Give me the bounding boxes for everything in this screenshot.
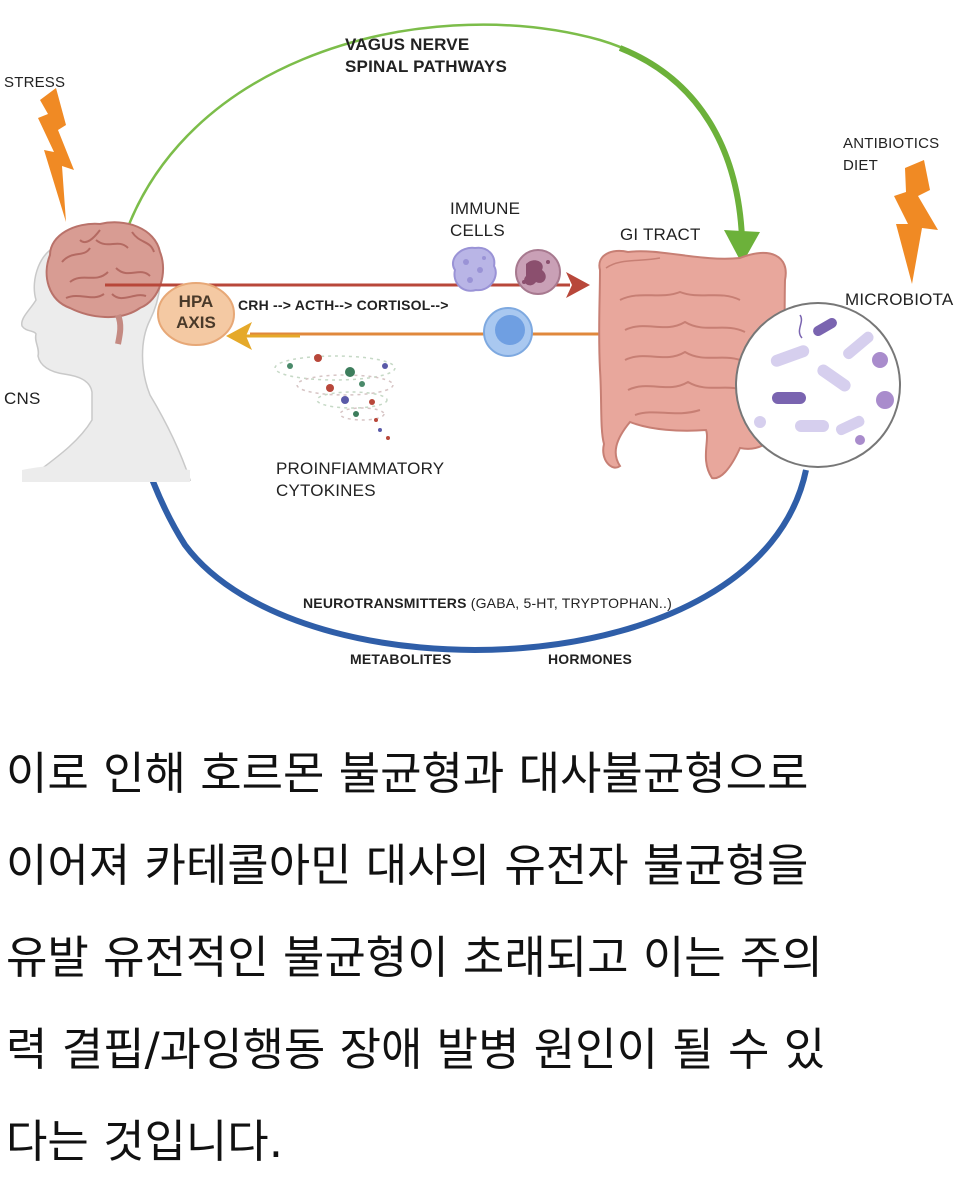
paragraph-line-2: 이어져 카테콜아민 대사의 유전자 불균형을 [6, 839, 809, 892]
antibiotics-diet-label: ANTIBIOTICS DIET [843, 133, 939, 177]
immune-cell-blue-icon [483, 307, 533, 357]
cytokines-label: PROINFIAMMATORY CYTOKINES [276, 458, 444, 502]
antibiotics-lightning-icon [894, 160, 938, 284]
cytokines-line1: PROINFIAMMATORY [276, 459, 445, 478]
yellow-arrowhead-icon [226, 322, 252, 350]
paragraph-line-1: 이로 인해 호르몬 불균형과 대사불균형으로 [6, 747, 809, 800]
paragraph-line-5: 다는 것입니다. [6, 1115, 284, 1168]
cns-label: CNS [4, 389, 41, 408]
neurotransmitters-title: NEUROTRANSMITTERS [303, 595, 467, 611]
brain-icon [45, 221, 165, 345]
paragraph-line-4: 력 결핍/과잉행동 장애 발병 원인이 될 수 있 [6, 1023, 826, 1076]
stress-lightning-icon [38, 88, 74, 222]
gi-tract-label: GI TRACT [620, 225, 701, 244]
paragraph-line-3: 유발 유전적인 불균형이 초래되고 이는 주의 [6, 931, 823, 984]
gi-tract-icon [598, 250, 787, 480]
immune-cell-purple-icon [452, 246, 497, 292]
vagus-nerve-line2: SPINAL PATHWAYS [345, 57, 508, 76]
hpa-axis-label: HPA AXIS [164, 291, 228, 333]
gut-brain-axis-diagram: STRESS VAGUS NERVE SPINAL PATHWAYS ANTIB… [4, 23, 954, 667]
immune-line1: IMMUNE [450, 199, 521, 218]
stress-label: STRESS [4, 74, 66, 91]
cytokines-line2: CYTOKINES [276, 481, 376, 500]
vagus-nerve-line1: VAGUS NERVE [345, 35, 470, 54]
immune-line2: CELLS [450, 221, 505, 240]
antibiotics-line2: DIET [843, 157, 878, 174]
immune-cells-label: IMMUNE CELLS [450, 198, 520, 242]
neurotransmitters-label: NEUROTRANSMITTERS (GABA, 5-HT, TRYPTOPHA… [303, 592, 672, 614]
vagus-nerve-label: VAGUS NERVE SPINAL PATHWAYS [345, 34, 507, 78]
hormones-label: HORMONES [548, 651, 633, 667]
antibiotics-line1: ANTIBIOTICS [843, 135, 940, 152]
microbiota-label: MICROBIOTA [845, 290, 954, 309]
hpa-line2: AXIS [176, 313, 216, 332]
red-arrowhead-icon [566, 272, 590, 298]
hpa-line1: HPA [178, 292, 214, 311]
metabolites-label: METABOLITES [350, 651, 452, 667]
immune-cell-pink-icon [515, 249, 561, 295]
crh-pathway-label: CRH --> ACTH--> CORTISOL--> [238, 297, 449, 313]
cytokines-swirl-icon [274, 354, 396, 440]
neurotransmitters-detail: (GABA, 5-HT, TRYPTOPHAN..) [466, 595, 672, 611]
microbiota-circle-icon [735, 302, 901, 468]
hpa-axis-ellipse [157, 282, 235, 346]
vagus-arrowhead-icon [724, 230, 760, 264]
korean-paragraph: 이로 인해 호르몬 불균형과 대사불균형으로 이어져 카테콜아민 대사의 유전자… [6, 728, 958, 1188]
diagram-graphics [21, 23, 938, 653]
